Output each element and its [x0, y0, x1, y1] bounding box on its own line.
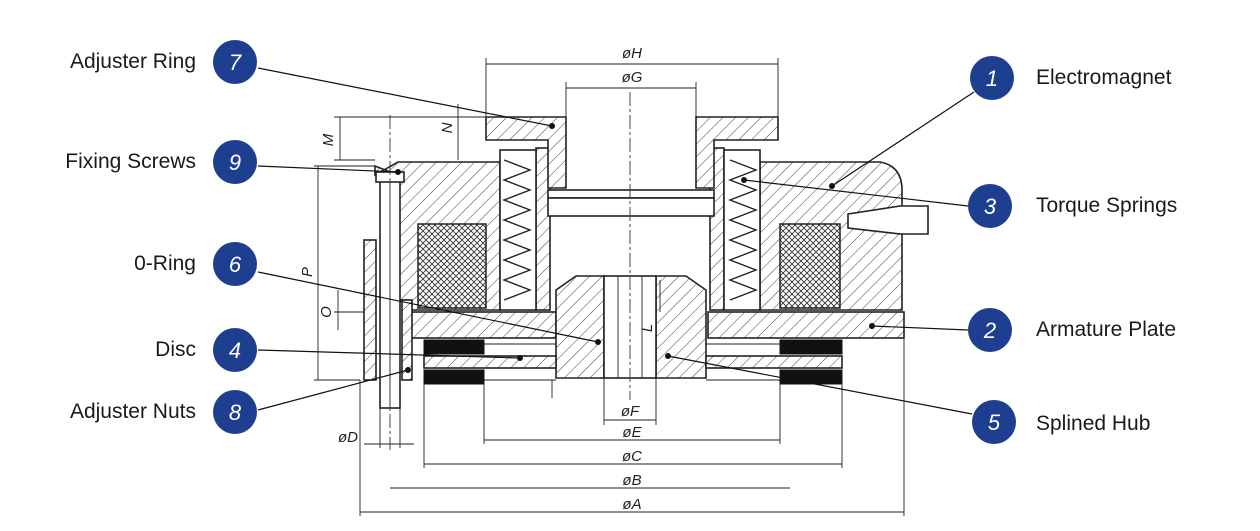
dim-e: øE — [622, 424, 642, 441]
callout-badge — [213, 390, 257, 434]
callout-badge — [970, 56, 1014, 100]
splined-hub — [555, 275, 707, 379]
callout-number: 4 — [229, 338, 241, 363]
dim-f: øF — [621, 403, 640, 420]
callout-number: 5 — [988, 410, 1001, 435]
callout-fixing-screws: Fixing Screws 9 — [65, 140, 257, 184]
torque-springs — [499, 149, 761, 311]
callout-number: 1 — [986, 66, 998, 91]
callout-label: Armature Plate — [1036, 318, 1176, 341]
callout-badge — [213, 328, 257, 372]
coil-right — [779, 223, 841, 309]
callout-number: 2 — [983, 318, 996, 343]
callout-badge — [213, 242, 257, 286]
callout-badge — [968, 184, 1012, 228]
callout-label: Torque Springs — [1036, 194, 1177, 217]
callout-number: 6 — [229, 252, 242, 277]
callout-label: Adjuster Ring — [70, 50, 196, 73]
callout-splined-hub: 5 Splined Hub — [972, 400, 1150, 444]
callout-adjuster-ring: Adjuster Ring 7 — [70, 40, 257, 84]
dim-g: øG — [622, 69, 643, 86]
electromagnet-body-right — [759, 161, 929, 311]
callout-badge — [968, 308, 1012, 352]
adjuster-ring — [485, 116, 779, 217]
dim-c: øC — [622, 448, 642, 465]
callout-label: Fixing Screws — [65, 150, 196, 173]
callout-label: Disc — [155, 338, 196, 361]
callout-badge — [213, 40, 257, 84]
callout-number: 9 — [229, 150, 241, 175]
callout-label: Electromagnet — [1036, 66, 1172, 89]
callout-armature-plate: 2 Armature Plate — [968, 308, 1176, 352]
coil-left — [417, 223, 487, 309]
callout-label: Splined Hub — [1036, 412, 1150, 435]
dim-o: O — [318, 306, 335, 318]
dim-l: L — [639, 324, 656, 332]
callout-label: 0-Ring — [134, 252, 196, 275]
dim-b: øB — [622, 472, 641, 489]
callout-number: 8 — [229, 400, 242, 425]
electromagnet-body-left — [374, 161, 501, 311]
callout-adjuster-nuts: Adjuster Nuts 8 — [70, 390, 257, 434]
dim-d: øD — [338, 429, 358, 446]
callout-label: Adjuster Nuts — [70, 400, 196, 423]
dimension-lines — [314, 58, 905, 516]
dim-a: øA — [622, 496, 641, 513]
callout-number: 7 — [229, 50, 242, 75]
leader-lines — [257, 67, 975, 415]
dim-n: N — [439, 122, 456, 133]
callout-torque-springs: 3 Torque Springs — [968, 184, 1177, 228]
dim-m: M — [320, 133, 337, 146]
callout-o-ring: 0-Ring 6 — [134, 242, 257, 286]
dim-p: P — [299, 267, 316, 277]
callout-badge — [213, 140, 257, 184]
callout-electromagnet: 1 Electromagnet — [970, 56, 1172, 100]
dim-h: øH — [622, 45, 642, 62]
callout-number: 3 — [984, 194, 997, 219]
callout-badge — [972, 400, 1016, 444]
callout-disc: Disc 4 — [155, 328, 257, 372]
